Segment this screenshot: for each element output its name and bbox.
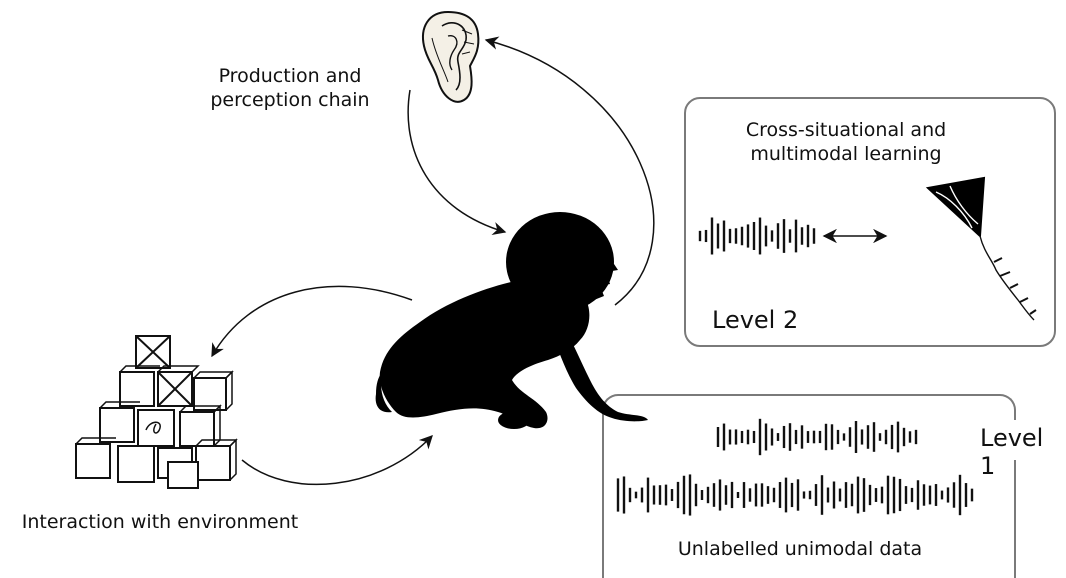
production-label-line1: Production and — [190, 64, 390, 88]
production-label-line2: perception chain — [190, 88, 390, 112]
cross-label-line1: Cross-situational and — [716, 118, 976, 142]
level1-label: Level 1 — [980, 424, 1066, 480]
production-chain-label: Production and perception chain — [190, 64, 390, 112]
audio-waveform-level1-long — [618, 474, 972, 515]
level2-label: Level 2 — [712, 306, 798, 334]
cross-label-line2: multimodal learning — [716, 142, 976, 166]
unlabelled-data-label: Unlabelled unimodal data — [640, 537, 960, 561]
audio-waveform-level2 — [700, 218, 814, 255]
cross-situational-label: Cross-situational and multimodal learnin… — [716, 118, 976, 166]
arrow-baby-to-blocks — [212, 286, 412, 356]
kite-icon — [928, 178, 1036, 320]
audio-waveform-level1-short — [718, 419, 916, 455]
crawling-baby-silhouette-icon — [376, 212, 648, 429]
interaction-label: Interaction with environment — [0, 510, 320, 534]
toy-blocks-icon — [76, 336, 236, 488]
ear-icon — [423, 12, 478, 102]
arrow-chain-to-baby — [408, 90, 505, 232]
arrow-blocks-to-baby — [242, 436, 432, 484]
